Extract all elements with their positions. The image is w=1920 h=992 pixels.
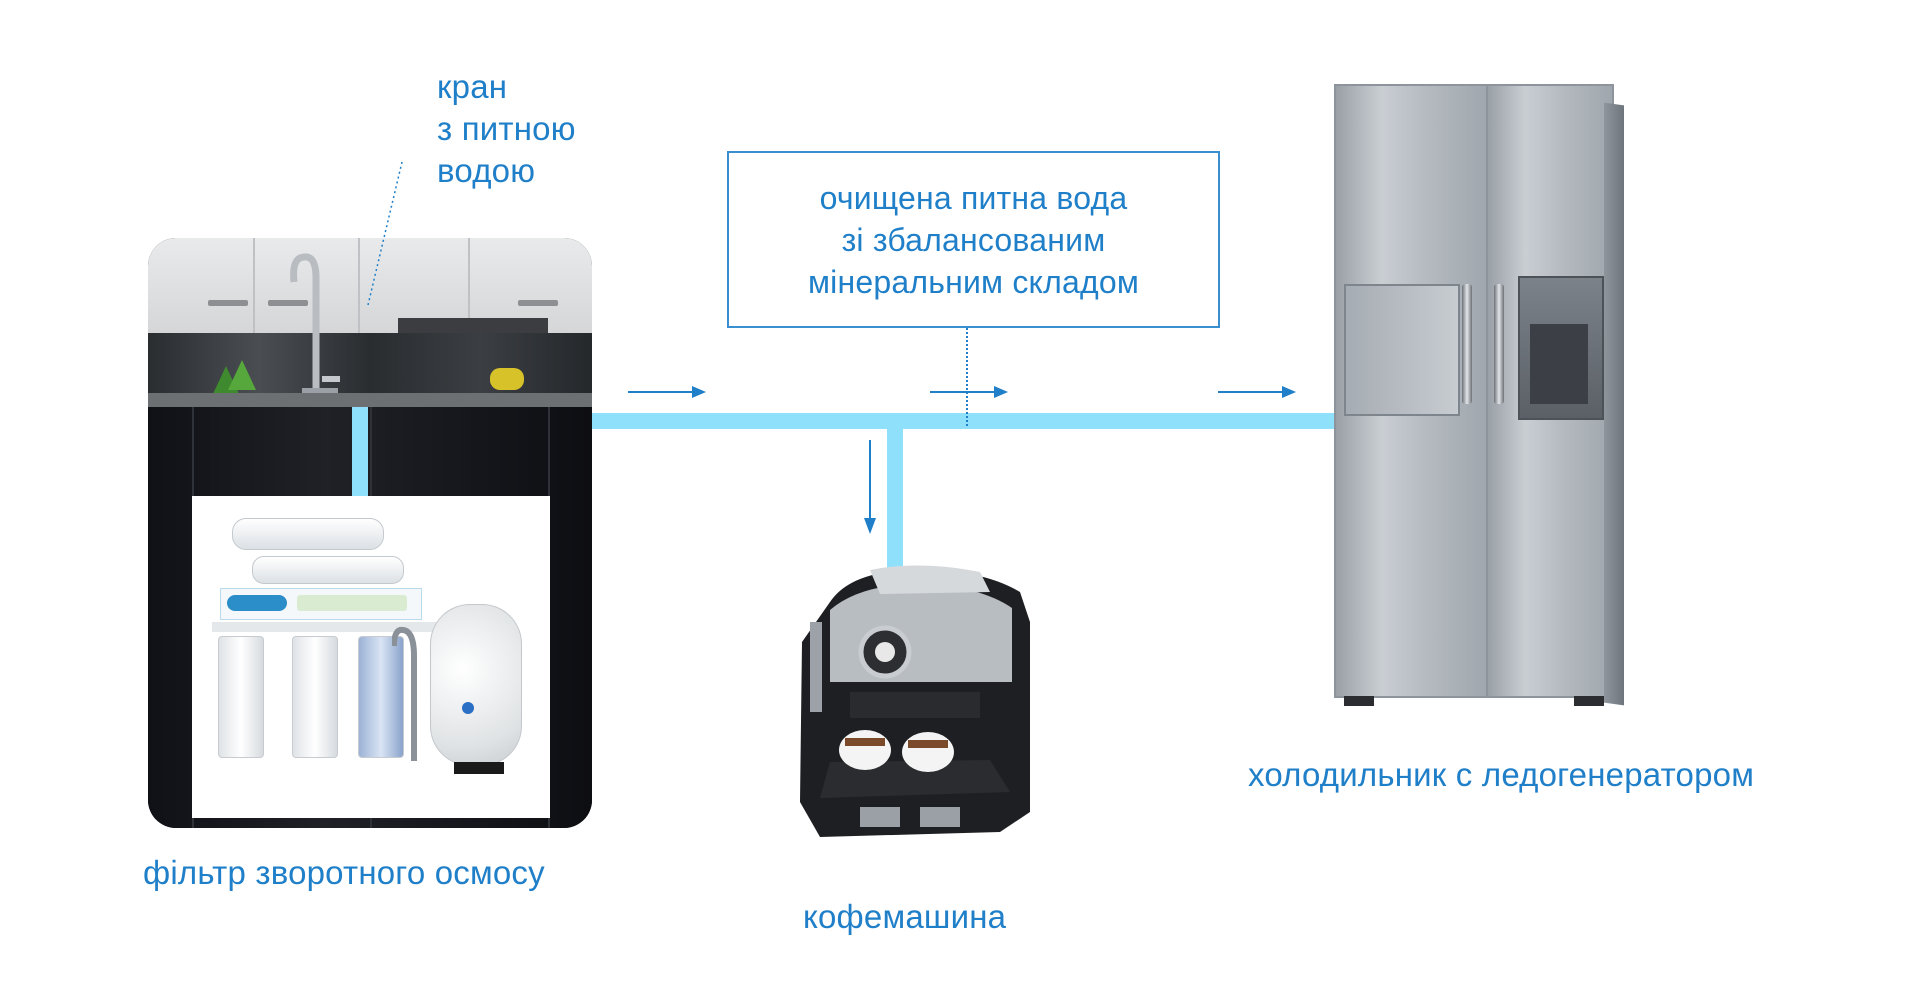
faucet-icon — [288, 248, 348, 408]
faucet-label: кран з питною водою — [437, 66, 576, 192]
faucet-label-line3: водою — [437, 152, 536, 189]
callout-line3: мінеральним складом — [807, 264, 1140, 300]
callout-line1: очищена питна вода — [819, 180, 1128, 216]
arrow-down-icon — [864, 440, 876, 534]
refrigerator-illustration — [1334, 84, 1624, 720]
coffee-label: кофемашина — [803, 898, 1007, 935]
arrow-right-icon — [1218, 386, 1296, 398]
pipe-vertical-coffee — [887, 429, 903, 569]
faucet-label-line1: кран — [437, 68, 508, 105]
callout-leader-line — [966, 328, 968, 426]
callout-line2: зі збалансованим — [841, 222, 1106, 258]
pipe-under-sink — [352, 407, 368, 497]
coffee-machine-illustration — [790, 562, 1050, 850]
filter-system-image — [192, 496, 550, 818]
arrow-right-icon — [930, 386, 1008, 398]
purified-water-callout: очищена питна вода зі збалансованим міне… — [727, 151, 1220, 328]
faucet-leader-line — [367, 161, 403, 306]
faucet-label-line2: з питною — [437, 110, 576, 147]
arrow-right-icon — [628, 386, 706, 398]
fridge-label: холодильник с ледогенератором — [1248, 756, 1755, 793]
kitchen-sink-illustration — [148, 238, 592, 828]
filter-label: фільтр зворотного осмосу — [143, 854, 545, 891]
pipe-horizontal-main — [592, 413, 1337, 429]
